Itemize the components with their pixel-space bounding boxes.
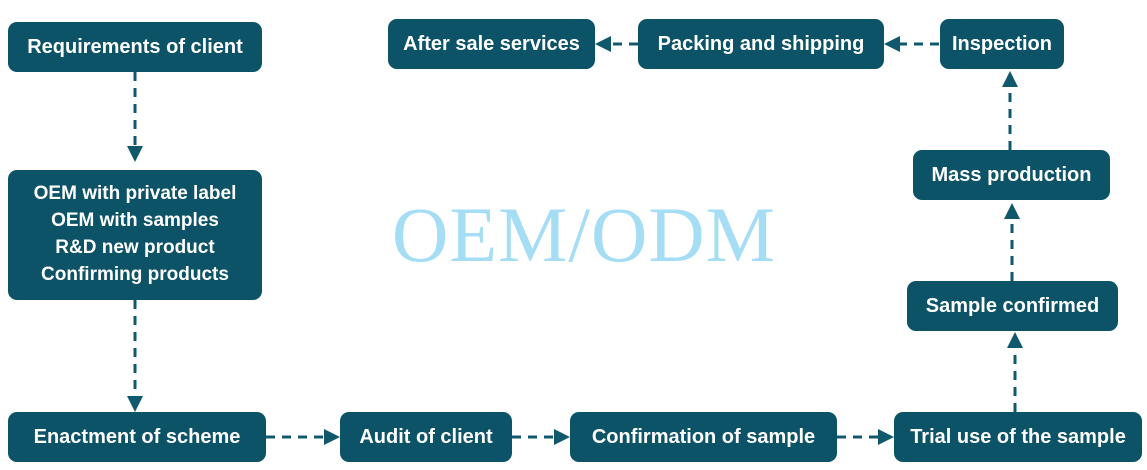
node-label-line-3: R&D new product: [55, 237, 215, 258]
node-label: Packing and shipping: [657, 32, 865, 55]
node-label-line-4: Confirming products: [41, 263, 229, 285]
node-audit-of-client[interactable]: Audit of client: [340, 412, 512, 462]
node-packing-and-shipping[interactable]: Packing and shipping: [638, 19, 884, 69]
node-confirmation-of-sample[interactable]: Confirmation of sample: [570, 412, 837, 462]
node-label: Sample confirmed: [925, 294, 1100, 317]
edge-trial-use-to-sample-confirmed: [1007, 332, 1023, 412]
watermark-label: OEM/ODM: [392, 191, 777, 278]
node-label: Inspection: [951, 32, 1052, 55]
edge-confirmation-to-trial-use: [837, 429, 894, 445]
node-label: Mass production: [931, 163, 1092, 186]
node-after-sale-services[interactable]: After sale services: [388, 19, 595, 69]
node-inspection[interactable]: Inspection: [940, 19, 1064, 69]
node-label: Enactment of scheme: [33, 425, 241, 448]
edge-packing-to-after-sale: [595, 36, 638, 52]
node-label: Audit of client: [359, 425, 493, 448]
node-mass-production[interactable]: Mass production: [913, 150, 1110, 200]
edge-sample-confirmed-to-mass-production: [1004, 203, 1020, 281]
edge-enactment-to-audit: [266, 429, 340, 445]
node-label-line-2: OEM with samples: [51, 210, 219, 232]
node-label: Requirements of client: [27, 35, 243, 58]
node-label: Confirmation of sample: [591, 425, 816, 448]
node-requirements-of-client[interactable]: Requirements of client: [8, 22, 262, 72]
node-sample-confirmed[interactable]: Sample confirmed: [907, 281, 1118, 331]
edge-requirements-to-oem: [127, 72, 143, 162]
edge-mass-production-to-inspection: [1002, 71, 1018, 150]
node-enactment-of-scheme[interactable]: Enactment of scheme: [8, 412, 266, 462]
edge-audit-to-confirmation: [512, 429, 570, 445]
node-label-line-1: OEM with private label: [33, 183, 237, 205]
node-trial-use-of-the-sample[interactable]: Trial use of the sample: [894, 412, 1142, 462]
edge-oem-to-enactment: [127, 300, 143, 412]
node-oem-options[interactable]: OEM with private label OEM with samples …: [8, 170, 262, 300]
node-label: Trial use of the sample: [910, 425, 1126, 448]
node-label: After sale services: [403, 32, 580, 55]
